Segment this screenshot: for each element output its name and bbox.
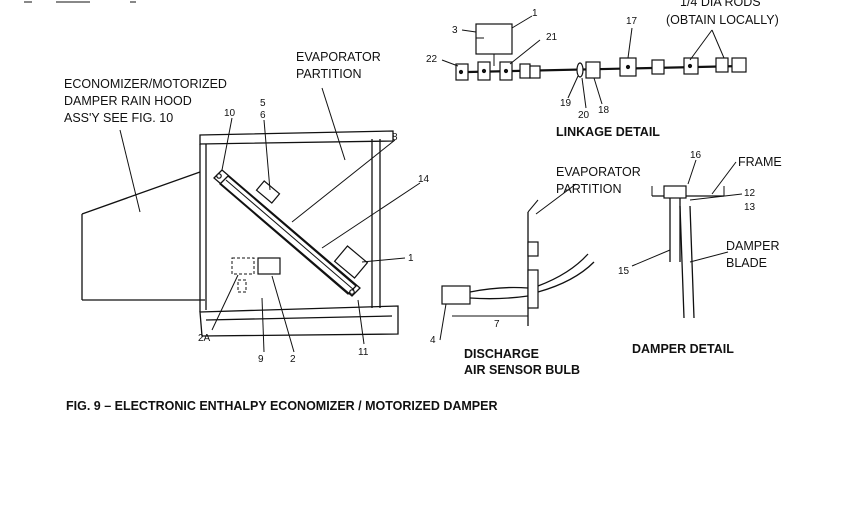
sensor-bulb-detail	[439, 183, 595, 341]
linkage-collar-19	[576, 62, 584, 78]
control-box-9	[237, 279, 247, 293]
callout-main-10: 10	[224, 108, 236, 119]
callout-link-1: 1	[532, 8, 538, 19]
callout-damper-12: 12	[744, 188, 756, 199]
callout-link-20: 20	[578, 110, 590, 121]
callout-link-21: 21	[546, 32, 558, 43]
callout-sensor-4: 4	[430, 335, 436, 346]
label-economizer-hood-1: ECONOMIZER/MOTORIZED	[64, 77, 227, 91]
callout-damper-13: 13	[744, 202, 756, 213]
main-leaders	[119, 87, 421, 353]
damper-pivot-bottom	[349, 289, 355, 295]
callout-main-11: 11	[358, 347, 369, 358]
actuator-motor	[333, 245, 369, 279]
damper-detail-bracket	[663, 185, 687, 199]
label-frame: FRAME	[738, 155, 782, 169]
callout-main-8: 8	[392, 132, 398, 143]
damper-blade	[679, 205, 695, 319]
callout-main-2: 2	[290, 354, 296, 365]
callout-damper-15: 15	[618, 266, 630, 277]
figure-caption: FIG. 9 – ELECTRONIC ENTHALPY ECONOMIZER …	[66, 399, 498, 413]
damper-assembly	[213, 169, 369, 297]
label-discharge-bulb-1: DISCHARGE	[464, 347, 539, 361]
label-damper-detail: DAMPER DETAIL	[632, 342, 734, 356]
callout-link-19: 19	[560, 98, 572, 109]
label-discharge-bulb-2: AIR SENSOR BULB	[464, 363, 580, 377]
callout-link-17: 17	[626, 16, 638, 27]
linkage-detail	[441, 15, 747, 109]
callout-link-22: 22	[426, 54, 438, 65]
callout-link-3: 3	[452, 25, 458, 36]
enthalpy-control-2a	[231, 257, 255, 275]
linkage-actuator	[475, 23, 513, 55]
callout-sensor-7: 7	[494, 319, 500, 330]
callout-main-5: 5	[260, 98, 266, 109]
callout-main-9: 9	[258, 354, 264, 365]
label-rods-note-1: 1/4 DIA RODS	[680, 0, 761, 9]
damper-detail	[631, 159, 743, 319]
callout-damper-16: 16	[690, 150, 702, 161]
label-evaporator-partition-main-1: EVAPORATOR	[296, 50, 381, 64]
label-rods-note-2: (OBTAIN LOCALLY)	[666, 13, 779, 27]
damper-pivot-top	[216, 173, 222, 179]
damper-bracket	[255, 180, 281, 204]
bottom-frame	[199, 305, 399, 337]
callout-main-14: 14	[418, 174, 430, 185]
label-evaporator-partition-sensor-2: PARTITION	[556, 182, 622, 196]
callout-main-1: 1	[408, 253, 414, 264]
sensor-bulb	[441, 285, 471, 305]
label-economizer-hood-3: ASS'Y SEE FIG. 10	[64, 111, 173, 125]
label-economizer-hood-2: DAMPER RAIN HOOD	[64, 94, 192, 108]
label-evaporator-partition-sensor-1: EVAPORATOR	[556, 165, 641, 179]
enthalpy-sensor-2	[257, 257, 281, 275]
callout-main-6: 6	[260, 110, 266, 121]
label-evaporator-partition-main-2: PARTITION	[296, 67, 362, 81]
linkage-bracket-18	[585, 61, 601, 79]
rain-hood-outline	[81, 171, 205, 301]
label-damper-blade-2: BLADE	[726, 256, 767, 270]
label-linkage-detail: LINKAGE DETAIL	[556, 125, 660, 139]
callout-main-2a: 2A	[198, 333, 211, 344]
main-assembly	[81, 130, 399, 337]
label-damper-blade-1: DAMPER	[726, 239, 779, 253]
callout-link-18: 18	[598, 105, 610, 116]
